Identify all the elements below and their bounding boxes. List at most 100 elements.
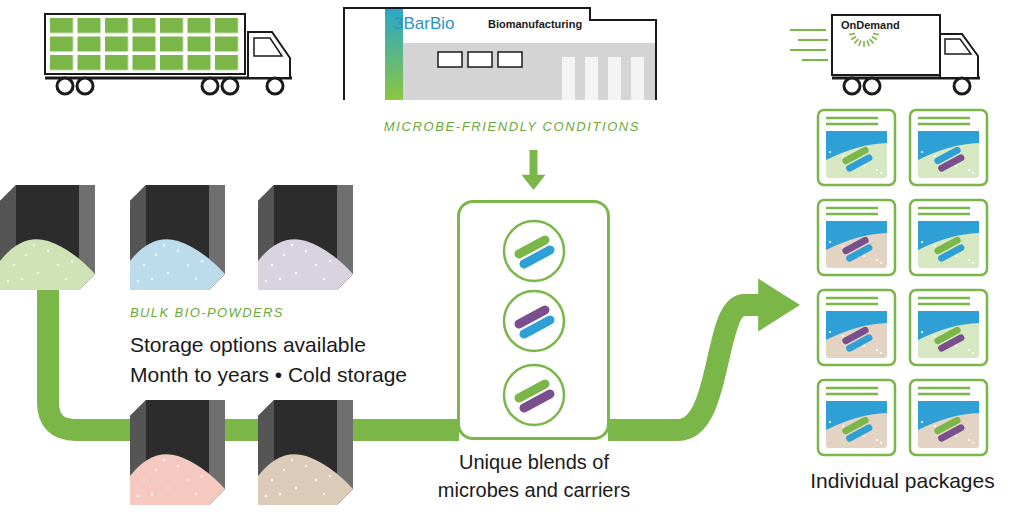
- package-sky: [918, 131, 979, 160]
- microbe-capsule: [942, 428, 962, 439]
- grain: [955, 165, 957, 167]
- grain: [863, 165, 865, 167]
- packages-group: Individual packages: [800, 105, 1005, 500]
- package-sky: [918, 311, 979, 340]
- microbe-capsule: [942, 338, 962, 349]
- truck-cab: [248, 32, 290, 78]
- grain: [921, 331, 923, 333]
- arrow-head: [758, 279, 800, 332]
- package-label-line: [826, 213, 878, 216]
- package: [910, 200, 987, 275]
- package-sky: [826, 221, 887, 250]
- grain: [876, 259, 878, 261]
- grain: [880, 172, 882, 174]
- section-heading: BULK BIO-POWDERS: [130, 305, 284, 321]
- building-door: [585, 57, 598, 100]
- building-window: [438, 52, 462, 67]
- speed-line: [802, 59, 828, 61]
- wheel: [864, 78, 880, 94]
- logo-ray: [849, 34, 855, 35]
- building-window: [498, 52, 522, 67]
- truck-trailer: [45, 14, 245, 74]
- powder-bin: [130, 400, 225, 505]
- package-label-line: [918, 207, 970, 210]
- package-sky: [826, 311, 887, 340]
- package-label-line: [918, 297, 970, 300]
- flow-pipe: [608, 305, 767, 430]
- grain: [955, 435, 957, 437]
- package-outline: [818, 380, 895, 455]
- grain: [934, 335, 936, 337]
- microbe-capsule: [524, 394, 550, 408]
- blend-caption: Unique blends of microbes and carriers: [429, 448, 639, 504]
- building-window: [468, 52, 492, 67]
- speed-line: [790, 29, 826, 31]
- grain: [934, 245, 936, 247]
- microbe-capsule: [850, 428, 870, 439]
- grain: [968, 349, 970, 351]
- packages-caption: Individual packages: [800, 468, 1005, 493]
- package: [818, 380, 895, 455]
- logo-ray: [851, 37, 856, 40]
- microbe-blend: [504, 221, 564, 281]
- powder-bin: [0, 185, 95, 290]
- grain: [876, 439, 878, 441]
- grain: [829, 151, 831, 153]
- grain: [880, 352, 882, 354]
- package-grid: [800, 105, 1005, 500]
- grain: [829, 331, 831, 333]
- logo-ray: [873, 34, 879, 35]
- grain: [955, 345, 957, 347]
- truck-logo-text: OnDemand: [841, 19, 900, 32]
- grain: [968, 169, 970, 171]
- cab-window: [254, 38, 282, 56]
- package: [910, 110, 987, 185]
- grain: [842, 245, 844, 247]
- flow-pipe: [530, 150, 538, 178]
- grain: [934, 425, 936, 427]
- package: [910, 290, 987, 365]
- cab-window: [945, 39, 971, 54]
- microbe-capsule: [524, 250, 550, 264]
- package-label-line: [918, 387, 970, 390]
- building-door: [562, 57, 575, 100]
- powder-bin: [258, 400, 353, 505]
- flow-connector: [608, 279, 800, 430]
- grain: [972, 262, 974, 264]
- logo-ray: [859, 40, 861, 46]
- package-sky: [826, 401, 887, 430]
- package-sky: [918, 221, 979, 250]
- microbe-capsule: [850, 338, 870, 349]
- truck-box: [832, 15, 940, 75]
- microbe-blend: [504, 291, 564, 351]
- building-door: [608, 57, 621, 100]
- package: [818, 290, 895, 365]
- package-outline: [818, 200, 895, 275]
- bulk-powders-group: BULK BIO-POWDERSStorage options availabl…: [0, 185, 360, 400]
- package-label-line: [826, 303, 878, 306]
- package-sky: [918, 401, 979, 430]
- grain: [876, 349, 878, 351]
- microbe-blend: [504, 365, 564, 425]
- blend-circle: [504, 291, 564, 351]
- brand-name: 3BarBio: [394, 14, 454, 34]
- grain: [934, 155, 936, 157]
- supply-truck: [40, 10, 300, 100]
- package-label-line: [826, 393, 878, 396]
- grain: [863, 345, 865, 347]
- package-label-line: [918, 303, 970, 306]
- package-label-line: [918, 123, 970, 126]
- package-outline: [910, 290, 987, 365]
- package-label-line: [918, 393, 970, 396]
- grain: [829, 241, 831, 243]
- flow-connector: [522, 150, 546, 190]
- grain: [968, 259, 970, 261]
- logo-ray: [854, 39, 858, 44]
- package-window: [918, 131, 979, 178]
- package-outline: [910, 200, 987, 275]
- package-window: [918, 311, 979, 358]
- wheel: [222, 78, 238, 94]
- grain: [842, 335, 844, 337]
- grain: [842, 425, 844, 427]
- storage-note: Month to years • Cold storage: [130, 362, 407, 387]
